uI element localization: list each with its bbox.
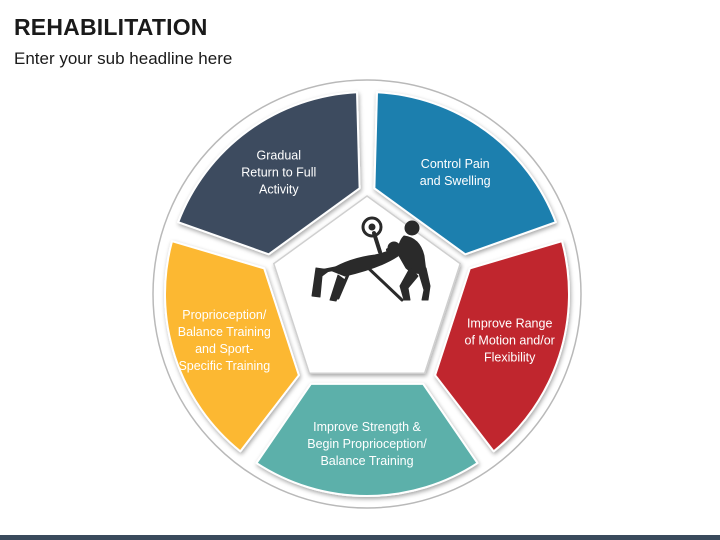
segment-label-control-pain: Control Pain and Swelling (420, 157, 491, 188)
segment-label-line: Flexibility (484, 350, 536, 364)
segment-label-proprioception: Proprioception/Balance Training and Sport… (178, 308, 271, 373)
segment-label-line: Control Pain (421, 157, 490, 171)
segment-label-line: Balance Training (320, 454, 413, 468)
segment-label-line: Proprioception/ (182, 308, 267, 322)
segment-label-line: and Sport- (195, 342, 253, 356)
segments-group (164, 91, 570, 497)
segment-label-line: Activity (259, 183, 299, 197)
segment-gradual-return (177, 91, 361, 256)
segment-label-line: and Swelling (420, 174, 491, 188)
rehabilitation-therapy-icon (311, 216, 431, 302)
page-title: REHABILITATION (14, 14, 208, 40)
segment-label-line: of Motion and/or (465, 333, 555, 347)
segment-range-of-motion (434, 240, 570, 453)
segment-label-line: Balance Training (178, 325, 271, 339)
page-subtitle: Enter your sub headline here (14, 49, 233, 68)
bottom-bar (0, 535, 720, 540)
segment-strength (255, 382, 479, 497)
segment-label-line: Return to Full (241, 166, 316, 180)
segment-proprioception (164, 240, 300, 453)
segment-control-pain (373, 91, 557, 256)
segment-label-line: Improve Strength & (313, 420, 421, 434)
segment-label-line: Improve Range (467, 316, 553, 330)
segment-label-strength: Improve Strength & Begin Proprioception/B… (307, 420, 427, 468)
segment-label-line: Specific Training (178, 359, 270, 373)
segment-label-line: Gradual (257, 149, 301, 163)
segment-label-line: Begin Proprioception/ (307, 437, 427, 451)
